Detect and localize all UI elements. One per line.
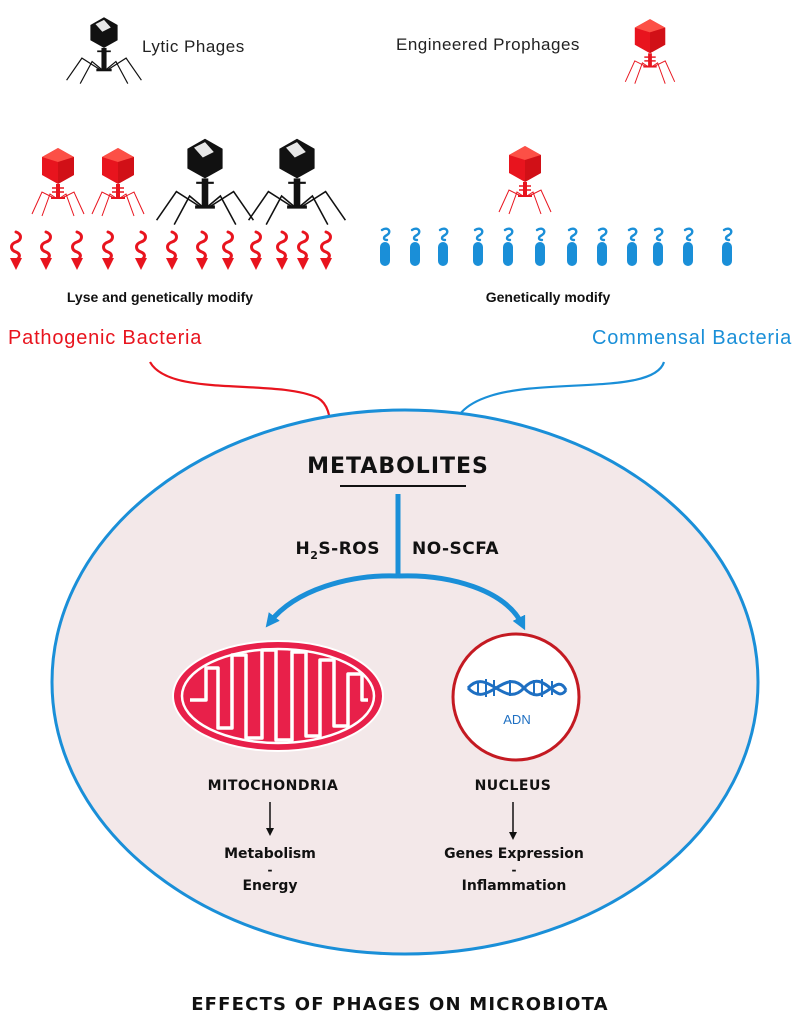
mito-effect-energy: Energy <box>242 878 297 894</box>
mitochondria-icon <box>172 640 384 752</box>
engineered-prophage-icon <box>31 147 145 217</box>
pathogenic-to-metabolites-arrow <box>149 361 336 435</box>
nucleus-label: NUCLEUS <box>475 778 552 794</box>
arrow-to-mitochondria <box>265 573 399 628</box>
pathogenic-bacteria-row <box>8 230 334 272</box>
engineered-prophage-icon <box>624 18 676 85</box>
pathogenic-bacteria-label: Pathogenic Bacteria <box>8 327 202 349</box>
mitochondria-label: MITOCHONDRIA <box>208 778 339 794</box>
lytic-phage-icon <box>154 137 348 227</box>
commensal-bacteria-row <box>378 227 734 268</box>
genetically-modify-caption: Genetically modify <box>486 289 611 305</box>
dna-helix-icon <box>466 679 568 697</box>
metabolites-label: METABOLITES <box>307 454 489 479</box>
arrow-to-nucleus <box>397 573 526 631</box>
legend-engineered-label: Engineered Prophages <box>396 35 580 54</box>
legend-lytic-label: Lytic Phages <box>142 37 245 56</box>
nucleus-icon <box>451 632 581 762</box>
diagram-title: EFFECTS OF PHAGES ON MICROBIOTA <box>191 994 609 1015</box>
cell-membrane <box>50 408 760 956</box>
nuc-effect-inflammation: Inflammation <box>462 878 567 894</box>
lytic-phage-icon <box>65 16 143 85</box>
mito-effect-separator: - <box>268 863 273 877</box>
no-scfa-label: NO-SCFA <box>412 539 499 559</box>
commensal-bacteria-label: Commensal Bacteria <box>592 327 792 349</box>
adn-label: ADN <box>503 712 530 727</box>
mito-effect-metabolism: Metabolism <box>224 846 316 862</box>
h2s-ros-label: H2S-ROS <box>296 539 380 562</box>
lyse-caption: Lyse and genetically modify <box>67 289 253 305</box>
nuc-effect-genes-expression: Genes Expression <box>444 846 584 862</box>
engineered-prophage-icon <box>498 145 552 215</box>
nuc-effect-separator: - <box>512 863 517 877</box>
